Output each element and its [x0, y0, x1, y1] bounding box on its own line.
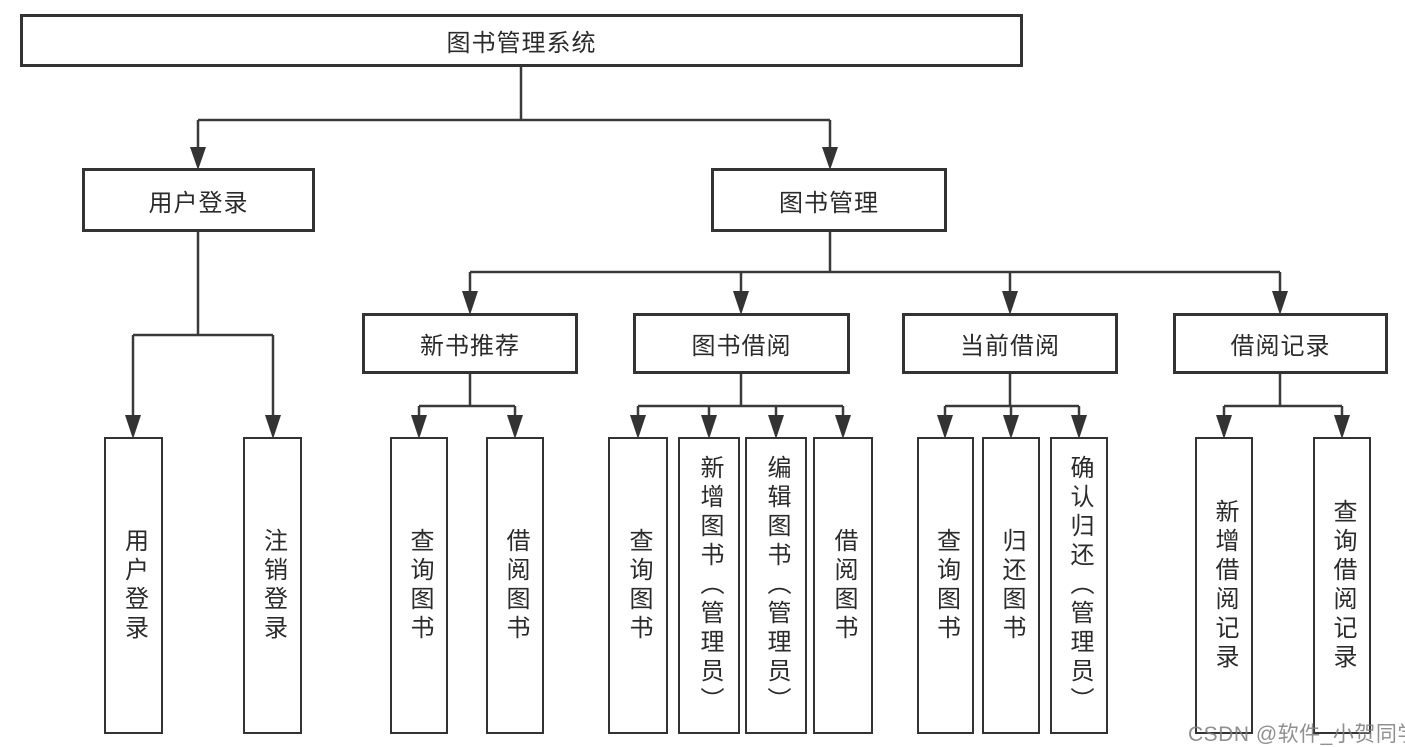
- node-user-login: 用户登录: [82, 168, 315, 232]
- leaf-logout-label: 注销登录: [259, 527, 287, 644]
- leaf-records-query-borrow-record-label: 查询借阅记录: [1329, 498, 1356, 673]
- leaf-newbook-borrow-books: 借阅图书: [486, 437, 544, 734]
- node-library-system-label: 图书管理系统: [446, 30, 597, 57]
- leaf-user-login: 用户登录: [104, 437, 163, 734]
- leaf-records-add-borrow-record: 新增借阅记录: [1195, 437, 1253, 734]
- leaf-newbook-query-books-label: 查询图书: [406, 527, 433, 644]
- leaf-logout: 注销登录: [243, 437, 302, 734]
- leaf-newbook-borrow-books-label: 借阅图书: [502, 527, 529, 644]
- leaf-current-return-books-label: 归还图书: [998, 527, 1025, 644]
- leaf-current-confirm-return-admin-label: 确认归还（管理员）: [1066, 455, 1093, 716]
- csdn-watermark: CSDN @软件_小贺同学: [1188, 723, 1405, 746]
- leaf-borrowing-edit-books-admin: 编辑图书（管理员）: [745, 437, 807, 734]
- leaf-borrowing-query-books-label: 查询图书: [625, 527, 652, 644]
- node-new-book-recommendation: 新书推荐: [362, 313, 578, 374]
- leaf-borrowing-borrow-books-label: 借阅图书: [830, 527, 857, 644]
- node-borrowing-records-label: 借阅记录: [1230, 333, 1331, 360]
- leaf-records-add-borrow-record-label: 新增借阅记录: [1211, 498, 1238, 673]
- node-library-system: 图书管理系统: [20, 14, 1023, 67]
- leaf-records-query-borrow-record: 查询借阅记录: [1313, 437, 1371, 734]
- node-book-management-label: 图书管理: [779, 189, 879, 217]
- leaf-borrowing-add-books-admin: 新增图书（管理员）: [678, 437, 740, 734]
- node-book-management: 图书管理: [711, 168, 947, 232]
- node-current-borrowing: 当前借阅: [902, 313, 1118, 374]
- leaf-borrowing-add-books-admin-label: 新增图书（管理员）: [696, 455, 723, 716]
- node-user-login-label: 用户登录: [148, 189, 249, 217]
- node-borrowing-records: 借阅记录: [1173, 313, 1388, 374]
- leaf-current-return-books: 归还图书: [982, 437, 1040, 734]
- node-new-book-recommendation-label: 新书推荐: [420, 333, 520, 360]
- arrowheads: [125, 147, 1350, 439]
- leaf-borrowing-borrow-books: 借阅图书: [813, 437, 873, 734]
- node-current-borrowing-label: 当前借阅: [960, 333, 1060, 360]
- node-book-borrowing: 图书借阅: [633, 313, 850, 374]
- leaf-current-confirm-return-admin: 确认归还（管理员）: [1050, 437, 1108, 734]
- leaf-current-query-books: 查询图书: [917, 437, 974, 734]
- leaf-user-login-label: 用户登录: [120, 527, 148, 644]
- leaf-borrowing-edit-books-admin-label: 编辑图书（管理员）: [763, 455, 790, 716]
- node-book-borrowing-label: 图书借阅: [691, 333, 792, 360]
- leaf-newbook-query-books: 查询图书: [390, 437, 448, 734]
- leaf-borrowing-query-books: 查询图书: [608, 437, 668, 734]
- leaf-current-query-books-label: 查询图书: [932, 527, 960, 644]
